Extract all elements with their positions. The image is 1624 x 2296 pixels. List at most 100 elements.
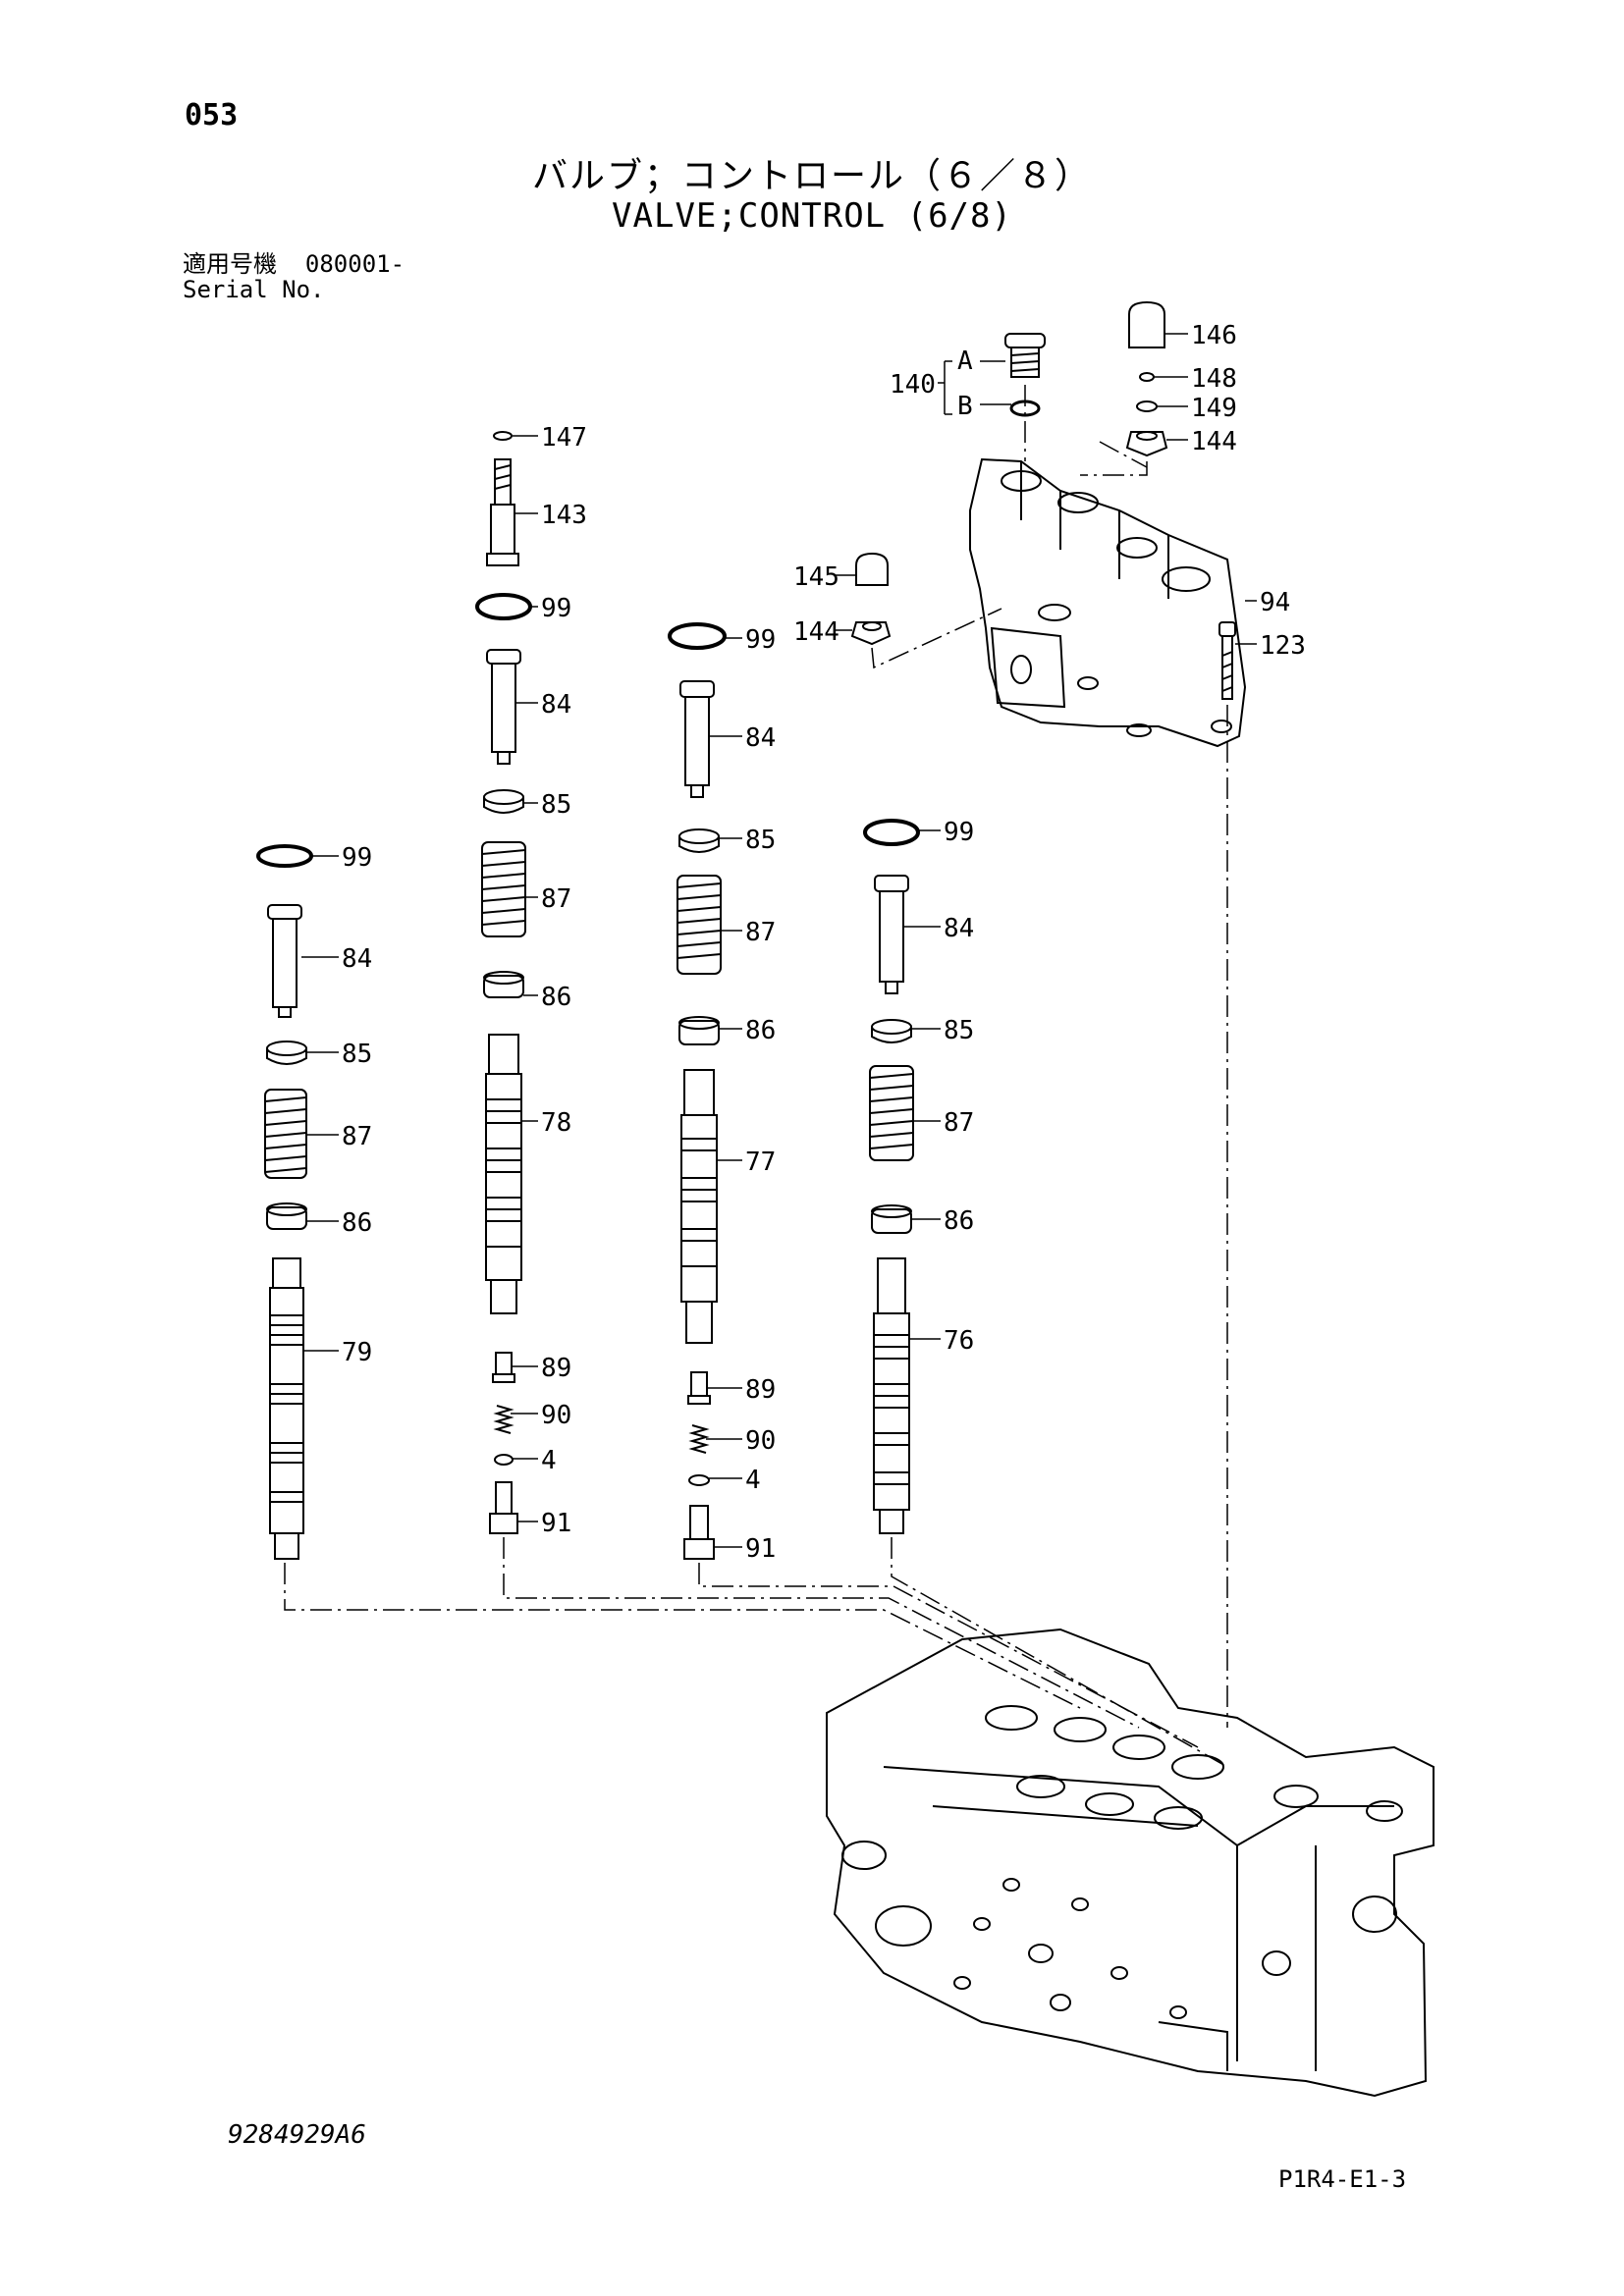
label-91: 91: [541, 1509, 571, 1538]
label-123: 123: [1260, 631, 1306, 661]
spring-87: [264, 1089, 307, 1179]
spool-78: [485, 1034, 522, 1314]
spool-79: [269, 1257, 304, 1560]
spring-seat-86: [483, 971, 524, 998]
spring-90: [493, 1405, 514, 1434]
spring-seat-86: [871, 1204, 912, 1234]
bolt-123: [1218, 621, 1236, 700]
poppet-89: [687, 1371, 711, 1405]
poppet-89: [492, 1352, 515, 1383]
spool-77: [680, 1069, 718, 1344]
center-lines: [284, 385, 1228, 1768]
spring-seat-85: [266, 1041, 307, 1065]
o-ring-4: [688, 1474, 710, 1486]
spool-stack-79: [256, 844, 313, 1560]
label-77: 77: [745, 1148, 776, 1177]
spring-87: [677, 875, 722, 975]
spring-90: [688, 1424, 710, 1454]
spool-76: [873, 1257, 910, 1534]
label-147: 147: [541, 423, 587, 453]
label-B: B: [957, 392, 973, 421]
o-ring-99: [668, 622, 727, 650]
leader-lines: [301, 333, 1257, 1548]
label-91: 91: [745, 1534, 776, 1564]
label-85: 85: [745, 826, 776, 855]
label-79: 79: [342, 1338, 372, 1367]
label-78: 78: [541, 1108, 571, 1138]
serial-label-jp: 適用号機: [183, 250, 277, 278]
plug-143: [486, 458, 519, 566]
serial-label-en: Serial No.: [183, 276, 325, 303]
label-84: 84: [541, 690, 571, 720]
label-4: 4: [745, 1466, 761, 1495]
piston-84: [874, 875, 909, 994]
callout-labels: 99 84 85 87 86 79 147 143 99 84 85 87 86…: [342, 321, 1306, 1564]
page-number: 053: [185, 98, 239, 133]
label-90: 90: [541, 1401, 571, 1430]
label-84: 84: [745, 723, 776, 753]
label-87: 87: [944, 1108, 974, 1138]
label-85: 85: [541, 790, 571, 820]
seal-148: [1139, 372, 1155, 382]
label-4: 4: [541, 1446, 557, 1475]
spring-seat-85: [871, 1019, 912, 1043]
title-english: VALVE;CONTROL (6/8): [612, 196, 1012, 236]
spring-seat-85: [678, 828, 720, 853]
label-84: 84: [342, 944, 372, 974]
label-99: 99: [541, 594, 571, 623]
plug-91: [489, 1481, 518, 1534]
label-144: 144: [1191, 427, 1237, 456]
label-A: A: [957, 347, 973, 376]
label-90: 90: [745, 1426, 776, 1456]
label-89: 89: [541, 1354, 571, 1383]
label-84: 84: [944, 914, 974, 943]
o-ring-4: [494, 1454, 514, 1466]
piston-84: [486, 649, 521, 765]
spring-seat-86: [678, 1016, 720, 1045]
label-99: 99: [944, 818, 974, 847]
label-87: 87: [342, 1122, 372, 1151]
o-ring-99: [863, 819, 920, 846]
piston-84: [679, 680, 715, 798]
drawing-number: 9284929A6: [228, 2120, 366, 2150]
cap-146: [1128, 300, 1165, 348]
label-85: 85: [944, 1016, 974, 1045]
piston-84: [267, 904, 302, 1018]
label-149: 149: [1191, 394, 1237, 423]
page-code: P1R4-E1-3: [1278, 2165, 1407, 2193]
serial-block: 適用号機 080001- Serial No.: [183, 251, 405, 302]
spring-seat-85: [483, 789, 524, 814]
spring-87: [869, 1065, 914, 1161]
title-japanese: バルブ；コントロール（６／８）: [531, 156, 1092, 196]
label-94: 94: [1260, 588, 1290, 617]
label-145: 145: [793, 562, 839, 592]
label-143: 143: [541, 501, 587, 530]
label-89: 89: [745, 1375, 776, 1405]
o-ring-99: [256, 844, 313, 868]
o-ring-99: [475, 593, 532, 620]
label-86: 86: [541, 983, 571, 1012]
label-99: 99: [745, 625, 776, 655]
label-148: 148: [1191, 364, 1237, 394]
spool-stack-77: [668, 622, 727, 1560]
label-85: 85: [342, 1040, 372, 1069]
label-76: 76: [944, 1326, 974, 1356]
label-87: 87: [541, 884, 571, 914]
spring-87: [481, 841, 526, 937]
serial-value: 080001-: [304, 250, 406, 278]
spool-stack-76: [863, 819, 920, 1534]
label-87: 87: [745, 918, 776, 947]
valve-body: [826, 1628, 1435, 2098]
nut-144b: [850, 621, 892, 646]
plug-140-A: [1004, 333, 1046, 378]
o-ring-147: [493, 431, 513, 441]
label-86: 86: [342, 1208, 372, 1238]
label-146: 146: [1191, 321, 1237, 350]
washer-149: [1136, 400, 1158, 412]
spool-stack-78: [475, 431, 532, 1534]
label-144: 144: [793, 617, 839, 647]
cover-94: [969, 457, 1247, 748]
plug-91: [683, 1505, 715, 1560]
label-86: 86: [944, 1206, 974, 1236]
